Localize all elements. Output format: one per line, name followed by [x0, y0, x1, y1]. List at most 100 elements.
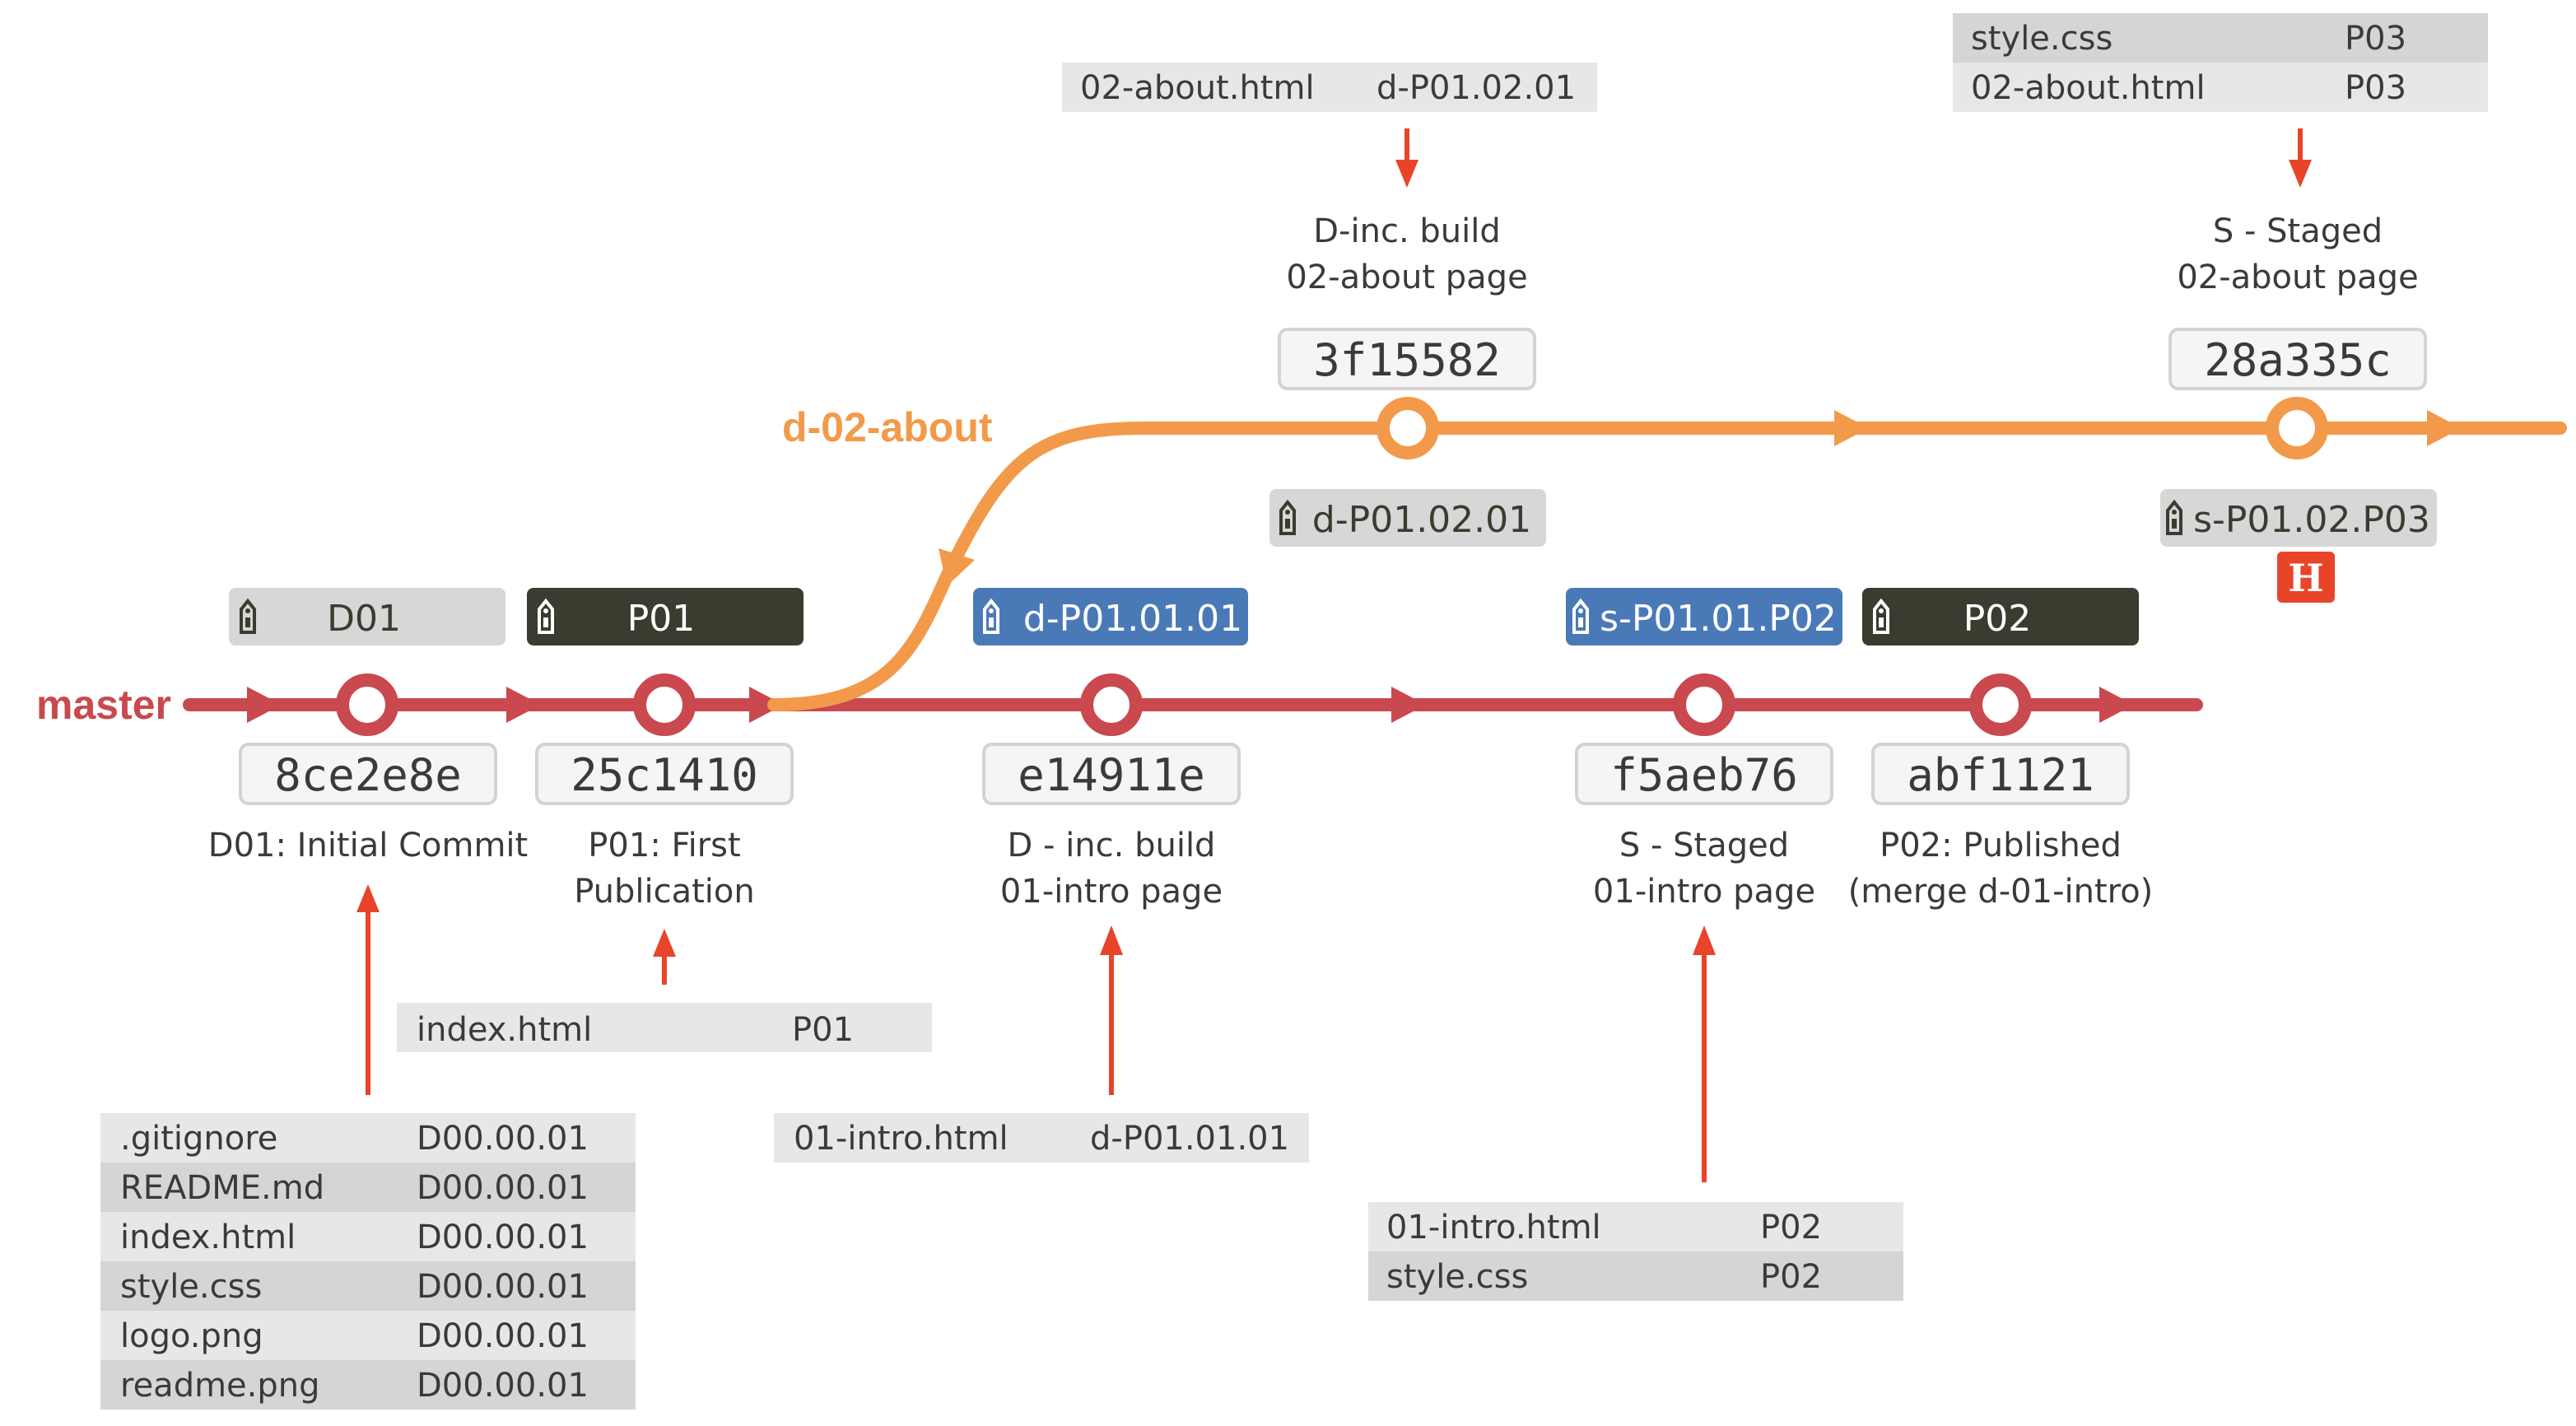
file-name: index.html	[417, 1011, 592, 1049]
table-row	[1062, 63, 1597, 112]
table-row	[100, 1212, 636, 1261]
commit-caption: D-inc. build	[1313, 212, 1500, 250]
file-version: D00.00.01	[417, 1367, 589, 1405]
commit-caption: Publication	[574, 873, 755, 911]
commit-hash: 8ce2e8e	[274, 749, 462, 801]
tag-box	[1566, 588, 1842, 645]
commit-caption: 01-intro page	[1000, 873, 1223, 911]
file-version: P02	[1760, 1209, 1822, 1247]
tag-icon	[1873, 598, 1889, 634]
pointer-arrow-head	[1100, 925, 1123, 955]
file-version: D00.00.01	[417, 1219, 589, 1256]
commit-hash-box	[1871, 743, 2130, 805]
file-version: d-P01.02.01	[1377, 69, 1576, 107]
commit-node	[2266, 397, 2328, 459]
commit-28a335c: 28a335c S - Staged 02-about page	[2168, 212, 2427, 459]
head-badge-box	[2277, 552, 2335, 603]
tag-box	[527, 588, 804, 645]
file-version: P03	[2345, 69, 2406, 107]
file-version: d-P01.01.01	[1090, 1120, 1289, 1158]
commit-node	[1377, 397, 1439, 459]
file-table-initial: .gitignore D00.00.01 README.md D00.00.01…	[100, 1113, 636, 1410]
commit-hash: 25c1410	[571, 749, 758, 801]
commit-node	[1673, 673, 1735, 736]
file-version: D00.00.01	[417, 1268, 589, 1306]
file-table-p01: index.html P01	[397, 1003, 932, 1052]
table-row	[1953, 63, 2488, 112]
pointer-arrow-head	[1395, 160, 1418, 188]
master-direction-arrow	[2099, 687, 2134, 723]
pointer-arrow-head	[356, 884, 380, 912]
commit-caption: P02: Published	[1880, 827, 2122, 864]
table-row	[1368, 1202, 1903, 1251]
file-name: style.css	[1386, 1258, 1528, 1296]
file-table-s-about: style.css P03 02-about.html P03	[1953, 13, 2488, 112]
commit-caption: S - Staged	[1619, 827, 1789, 864]
tag-label: d-P01.01.01	[1023, 598, 1242, 640]
tag-label: d-P01.02.01	[1312, 499, 1531, 541]
table-row	[100, 1261, 636, 1311]
pointer-arrows	[356, 128, 2312, 1182]
commit-hash-box	[535, 743, 794, 805]
tag-box	[229, 588, 505, 645]
head-badge-label: H	[2288, 556, 2323, 600]
tag-box	[2160, 489, 2437, 547]
tag-icon	[538, 598, 554, 634]
table-row	[1953, 13, 2488, 63]
tag-box	[1862, 588, 2139, 645]
tag-label: P01	[627, 598, 696, 640]
file-version: P02	[1760, 1258, 1822, 1296]
master-direction-arrow	[749, 687, 784, 723]
tag-label: D01	[327, 598, 401, 640]
pointer-arrow-head	[653, 929, 676, 957]
file-table-d-intro: 01-intro.html d-P01.01.01	[774, 1113, 1309, 1163]
tag-D01: D01	[229, 588, 505, 645]
file-name: 02-about.html	[1080, 69, 1315, 107]
commit-caption: 02-about page	[1286, 259, 1527, 296]
commit-hash: 3f15582	[1313, 334, 1501, 386]
commit-f5aeb76: f5aeb76 S - Staged 01-intro page	[1575, 673, 1833, 911]
feature-branch: d-02-about	[767, 404, 2567, 711]
file-table-s-intro: 01-intro.html P02 style.css P02	[1368, 1202, 1903, 1301]
tag-label: P02	[1963, 598, 2032, 640]
commit-caption: D01: Initial Commit	[208, 827, 528, 864]
commit-caption: P01: First	[588, 827, 740, 864]
tag-box	[1269, 489, 1546, 547]
tag-s-P01.02.P03: s-P01.02.P03	[2160, 489, 2437, 547]
file-name: style.css	[1971, 20, 2113, 58]
commit-hash-box	[1575, 743, 1833, 805]
file-table-d-about: 02-about.html d-P01.02.01	[1062, 63, 1597, 112]
table-row	[397, 1003, 932, 1052]
table-row	[100, 1360, 636, 1410]
pointer-arrow-head	[1693, 925, 1716, 955]
pointer-arrow-head	[2289, 160, 2312, 188]
feature-branch-label: d-02-about	[782, 404, 993, 450]
file-name: logo.png	[120, 1317, 263, 1355]
tag-d-P01.01.01: d-P01.01.01	[973, 588, 1248, 645]
commit-node	[1080, 673, 1143, 736]
feature-direction-arrow	[2427, 410, 2462, 446]
file-name: readme.png	[120, 1367, 320, 1405]
commit-caption: 02-about page	[2177, 259, 2418, 296]
commit-e14911e: e14911e D - inc. build 01-intro page	[982, 673, 1241, 911]
commit-caption: D - inc. build	[1008, 827, 1216, 864]
commit-hash-box	[982, 743, 1241, 805]
tag-icon	[1572, 598, 1589, 634]
tag-d-P01.02.01: d-P01.02.01	[1269, 489, 1546, 547]
commit-caption: 01-intro page	[1593, 873, 1815, 911]
tag-label: s-P01.01.P02	[1600, 598, 1837, 640]
head-badge: H	[2277, 552, 2335, 603]
table-row	[100, 1113, 636, 1163]
master-branch: master	[36, 682, 2203, 728]
tag-s-P01.01.P02: s-P01.01.P02	[1566, 588, 1842, 645]
file-version: D00.00.01	[417, 1120, 589, 1158]
commit-hash: 28a335c	[2204, 334, 2392, 386]
tag-icon	[983, 598, 999, 634]
tag-label: s-P01.02.P03	[2193, 499, 2430, 541]
commit-25c1410: 25c1410 P01: First Publication	[535, 673, 794, 911]
master-direction-arrow	[247, 687, 282, 723]
file-name: .gitignore	[120, 1120, 277, 1158]
tag-icon	[2166, 499, 2182, 535]
commit-node	[1969, 673, 2032, 736]
